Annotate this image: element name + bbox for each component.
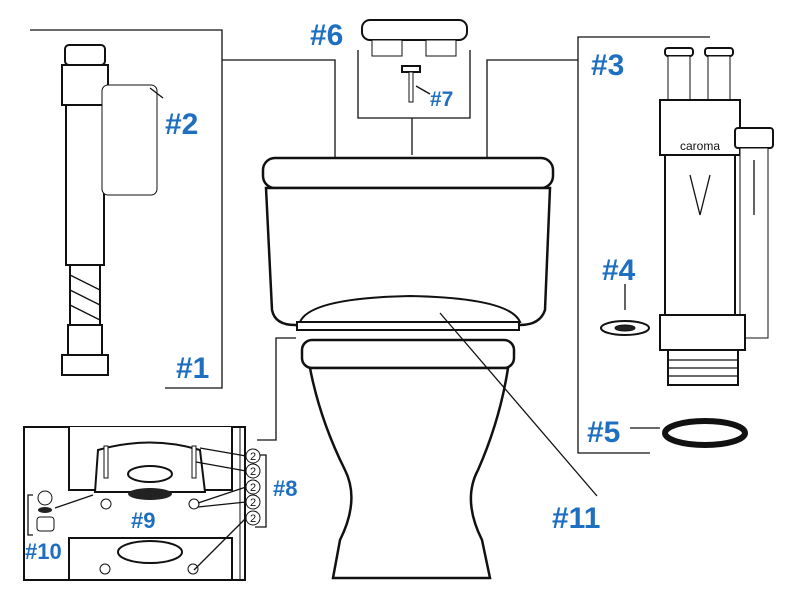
qty-callout: 2 [250,513,256,525]
flush-valve-drawing: caroma [659,47,774,386]
toilet-drawing: #11 [257,156,600,580]
label-part-10: #10 [25,539,62,564]
qty-callout: 2 [250,497,256,509]
flush-valve-group: caroma #3 #4 #5 [486,36,774,454]
leader-line-seat [257,337,296,441]
inlet-valve-group: #1 #2 [30,29,336,389]
leader-line-2 [149,87,164,99]
label-part-4: #4 [602,254,636,287]
leader-line-tank-right [486,59,578,158]
toilet-seat [300,338,516,370]
label-part-1: #1 [176,352,209,385]
label-part-9: #9 [131,508,155,533]
cap-nut [37,490,53,506]
tank-lid [261,156,555,190]
flush-valve-seal [662,418,748,448]
toilet-seat-lid [298,294,522,323]
label-part-11: #11 [552,502,600,535]
leader-line-11 [439,312,598,497]
push-button-plate [361,19,468,41]
qty-callout: 2 [250,451,256,463]
label-part-5: #5 [587,416,620,449]
label-part-2: #2 [165,108,198,141]
inlet-valve-frame [30,29,223,389]
quantity-callouts: 2 2 2 2 2 [193,447,261,571]
seat-hinge-inset: 2 2 2 2 2 #8 #9 #10 [23,426,297,581]
leader-line-7 [415,85,431,95]
label-part-7: #7 [430,88,453,111]
brand-logo: caroma [680,139,720,153]
push-button-group: #6 #7 [310,19,471,155]
push-button-frame [357,50,471,119]
flush-valve-frame [577,36,710,454]
qty-callout: 2 [250,482,256,494]
pan-connector-seal [128,488,172,500]
label-part-3: #3 [591,49,624,82]
qty-bracket [255,454,267,528]
button-screw [401,65,421,73]
inlet-valve-drawing [61,44,158,376]
qty-callout: 2 [250,466,256,478]
label-part-8: #8 [273,476,297,501]
label-part-6: #6 [310,19,343,52]
toilet-pan [308,366,510,580]
leader-line-tank-left [222,59,336,158]
